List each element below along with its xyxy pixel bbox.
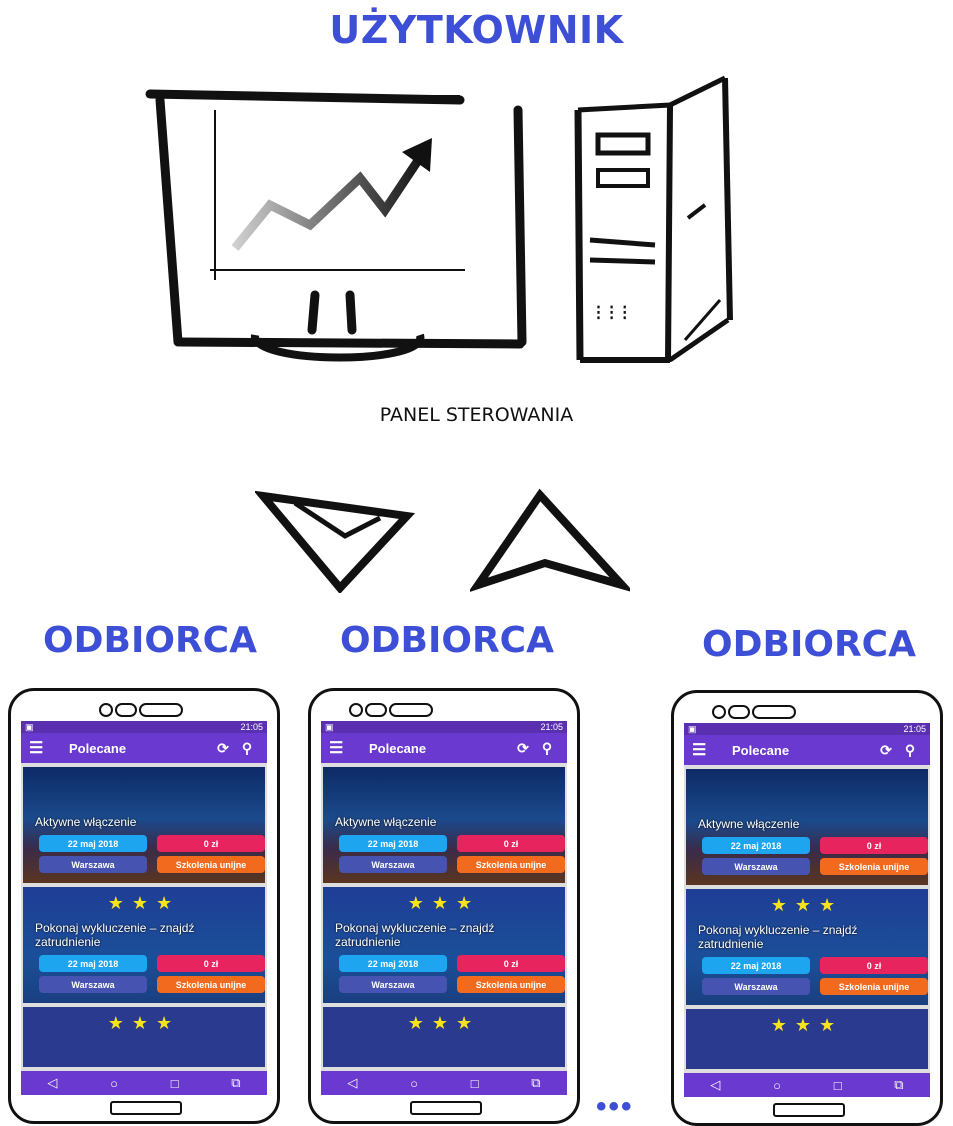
date-badge: 22 maj 2018	[702, 957, 810, 974]
city-badge: Warszawa	[39, 856, 147, 873]
event-card[interactable]: Aktywne włączenie 22 maj 2018 0 zł Warsz…	[686, 769, 928, 885]
home-icon[interactable]: ○	[773, 1077, 781, 1093]
arrow-up-icon	[470, 488, 630, 592]
home-button[interactable]	[410, 1101, 482, 1115]
event-card[interactable]: ★★★	[323, 1007, 565, 1067]
status-time: 21:05	[240, 722, 263, 732]
date-badge: 22 maj 2018	[339, 835, 447, 852]
refresh-icon[interactable]: ⟳	[217, 739, 229, 756]
back-icon[interactable]: ◁	[47, 1075, 58, 1090]
app-title: Polecane	[69, 740, 127, 756]
back-icon[interactable]: ◁	[347, 1075, 358, 1090]
search-icon[interactable]: ⚲	[241, 739, 253, 756]
event-card[interactable]: ★★★ Pokonaj wykluczenie – znajdź zatrudn…	[686, 889, 928, 1005]
panel-caption: PANEL STEROWANIA	[379, 404, 574, 426]
search-icon[interactable]: ⚲	[541, 739, 553, 756]
date-badge: 22 maj 2018	[702, 837, 810, 854]
price-badge: 0 zł	[820, 837, 928, 854]
cast-icon[interactable]: ⧉	[894, 1077, 904, 1092]
date-badge: 22 maj 2018	[39, 955, 147, 972]
monitor-icon	[145, 89, 527, 362]
home-icon[interactable]: ○	[410, 1075, 418, 1091]
cast-icon[interactable]: ⧉	[531, 1075, 541, 1090]
tag-badge: Szkolenia unijne	[457, 856, 565, 873]
tag-badge: Szkolenia unijne	[820, 978, 928, 995]
event-card[interactable]: ★★★ Pokonaj wykluczenie – znajdź zatrudn…	[23, 887, 265, 1003]
computer-tower-icon: ⁝ ⁝ ⁝	[574, 75, 733, 363]
svg-text:⁝ ⁝ ⁝: ⁝ ⁝ ⁝	[595, 300, 628, 325]
event-card[interactable]: ★★★	[23, 1007, 265, 1067]
tag-badge: Szkolenia unijne	[457, 976, 565, 993]
tag-badge: Szkolenia unijne	[157, 976, 265, 993]
date-badge: 22 maj 2018	[39, 835, 147, 852]
search-icon[interactable]: ⚲	[904, 741, 916, 758]
city-badge: Warszawa	[702, 858, 810, 875]
event-card[interactable]: ★★★	[686, 1009, 928, 1069]
price-badge: 0 zł	[157, 835, 265, 852]
recipient-label-2: ODBIORCA	[340, 620, 554, 661]
card-title: Aktywne włączenie	[35, 815, 137, 829]
cast-icon[interactable]: ⧉	[231, 1075, 241, 1090]
event-card[interactable]: Aktywne włączenie 22 maj 2018 0 zł Warsz…	[323, 767, 565, 883]
date-badge: 22 maj 2018	[339, 955, 447, 972]
price-badge: 0 zł	[820, 957, 928, 974]
recents-icon[interactable]: □	[170, 1075, 179, 1091]
back-icon[interactable]: ◁	[710, 1077, 721, 1092]
menu-icon[interactable]: ☰	[692, 742, 707, 759]
recipient-label-1: ODBIORCA	[43, 620, 257, 661]
city-badge: Warszawa	[39, 976, 147, 993]
recents-icon[interactable]: □	[833, 1077, 842, 1093]
price-badge: 0 zł	[457, 835, 565, 852]
price-badge: 0 zł	[157, 955, 265, 972]
arrow-down-icon	[255, 490, 415, 593]
tag-badge: Szkolenia unijne	[820, 858, 928, 875]
home-button[interactable]	[110, 1101, 182, 1115]
price-badge: 0 zł	[457, 955, 565, 972]
home-icon[interactable]: ○	[110, 1075, 118, 1091]
card-title: Pokonaj wykluczenie – znajdź zatrudnieni…	[698, 923, 858, 951]
app-title: Polecane	[732, 742, 790, 758]
card-title: Aktywne włączenie	[698, 817, 800, 831]
event-card[interactable]: ★★★ Pokonaj wykluczenie – znajdź zatrudn…	[323, 887, 565, 1003]
app-title: Polecane	[369, 740, 427, 756]
more-recipients: •••	[596, 1090, 634, 1123]
phone-1: ▣21:05 ☰ Polecane ⟳ ⚲ Aktywne włączenie …	[8, 688, 280, 1124]
refresh-icon[interactable]: ⟳	[880, 741, 892, 758]
menu-icon[interactable]: ☰	[29, 740, 44, 757]
event-card[interactable]: Aktywne włączenie 22 maj 2018 0 zł Warsz…	[23, 767, 265, 883]
title-uzytkownik: UŻYTKOWNIK	[329, 8, 624, 52]
card-title: Pokonaj wykluczenie – znajdź zatrudnieni…	[335, 921, 495, 949]
home-button[interactable]	[773, 1103, 845, 1117]
city-badge: Warszawa	[702, 978, 810, 995]
phone-2: ▣21:05 ☰ Polecane ⟳ ⚲ Aktywne włączenie …	[308, 688, 580, 1124]
refresh-icon[interactable]: ⟳	[517, 739, 529, 756]
city-badge: Warszawa	[339, 976, 447, 993]
menu-icon[interactable]: ☰	[329, 740, 344, 757]
status-time: 21:05	[540, 722, 563, 732]
phone-3: ▣21:05 ☰ Polecane ⟳ ⚲ Aktywne włączenie …	[671, 690, 943, 1126]
status-time: 21:05	[903, 724, 926, 734]
recents-icon[interactable]: □	[470, 1075, 479, 1091]
recipient-label-3: ODBIORCA	[702, 624, 916, 665]
city-badge: Warszawa	[339, 856, 447, 873]
card-title: Pokonaj wykluczenie – znajdź zatrudnieni…	[35, 921, 195, 949]
card-title: Aktywne włączenie	[335, 815, 437, 829]
tag-badge: Szkolenia unijne	[157, 856, 265, 873]
